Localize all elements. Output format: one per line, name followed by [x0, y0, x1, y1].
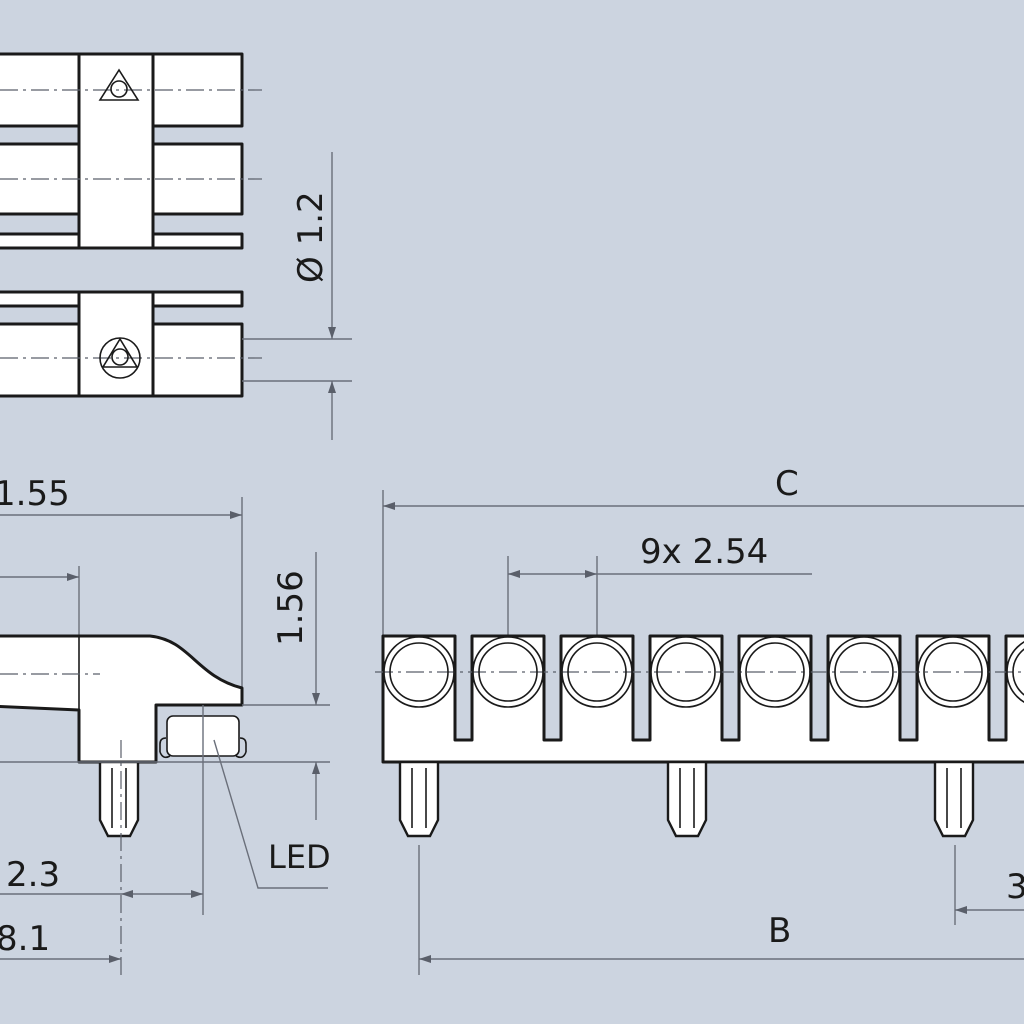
triangle-circle-mark-icon — [99, 337, 141, 379]
led-lens-2 — [472, 636, 544, 708]
led-label: LED — [268, 838, 331, 876]
dim-pitch-label: 9x 2.54 — [640, 532, 768, 572]
front-comb-body — [381, 634, 1024, 764]
front-pin-2 — [666, 760, 708, 838]
dim-1-56-label: 1.56 — [271, 570, 311, 646]
side-pin — [98, 760, 140, 838]
dim-diameter-label: Ø 1.2 — [291, 191, 331, 283]
led-lens-3 — [561, 636, 633, 708]
side-view: 1.55 LED 1.56 2.3 8.1 — [0, 474, 331, 980]
triangle-mark-icon — [98, 68, 140, 101]
led-lens-8 — [1006, 641, 1024, 703]
top-view: Ø 1.2 — [0, 52, 352, 440]
dim-3-label: 3 — [1006, 867, 1024, 907]
led-lens-6 — [828, 636, 900, 708]
dim-c-label: C — [775, 464, 799, 504]
dim-2-3-label: 2.3 — [6, 855, 60, 895]
front-view: C 9x 2.54 B — [375, 464, 1024, 975]
front-pin-3 — [933, 760, 975, 838]
dim-b-label: B — [768, 911, 791, 951]
top-strip-lower — [77, 290, 155, 398]
top-strip-upper — [77, 52, 155, 250]
dim-1-55-label: 1.55 — [0, 474, 70, 514]
front-pin-1 — [398, 760, 440, 838]
led-lens-5 — [739, 636, 811, 708]
led-lens-7 — [917, 636, 989, 708]
led-lens-1 — [383, 636, 455, 708]
led-lens-4 — [650, 636, 722, 708]
dim-8-1-label: 8.1 — [0, 919, 50, 959]
